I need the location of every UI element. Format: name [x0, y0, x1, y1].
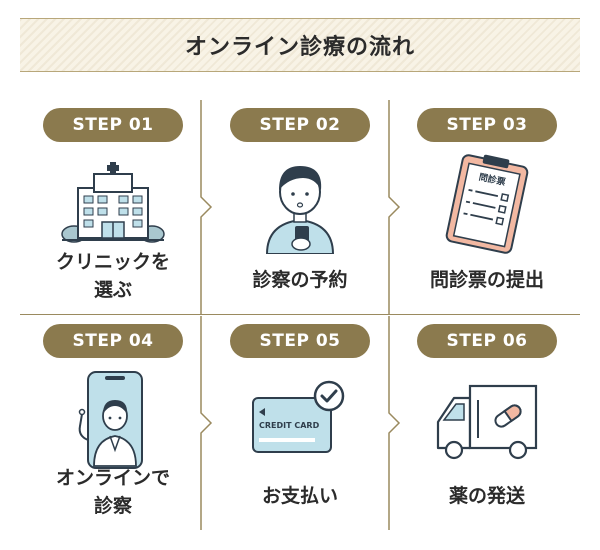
- step-badge: STEP 06: [417, 324, 557, 358]
- title-banner: オンライン診療の流れ: [20, 18, 580, 72]
- person-with-phone-icon: [245, 154, 355, 255]
- page-title: オンライン診療の流れ: [184, 35, 415, 60]
- check-circle-icon: [313, 380, 345, 412]
- step-badge: STEP 01: [43, 108, 183, 142]
- step-card-03: STEP 03 問診票 問診票: [394, 100, 580, 314]
- step-label: お支払い: [261, 485, 338, 507]
- delivery-truck-icon: [432, 370, 542, 470]
- step-label: 診察の予約: [252, 269, 348, 291]
- column-divider: [199, 100, 213, 314]
- step-badge: STEP 02: [230, 108, 370, 142]
- steps-grid: STEP 01 クリニックを 選ぶ: [20, 100, 580, 530]
- hospital-icon: [58, 154, 168, 254]
- column-divider: [387, 316, 401, 530]
- step-badge: STEP 03: [417, 108, 557, 142]
- credit-card-icon: CREDIT CARD: [245, 370, 355, 470]
- row-divider: [20, 314, 580, 315]
- step-label: 薬の発送: [448, 485, 525, 507]
- card-text: CREDIT CARD: [259, 421, 320, 430]
- step-label: 問診票の提出: [429, 269, 544, 291]
- step-card-02: STEP 02 診察の予約: [207, 100, 393, 314]
- step-badge: STEP 05: [230, 324, 370, 358]
- step-badge: STEP 04: [43, 324, 183, 358]
- step-card-01: STEP 01 クリニックを 選ぶ: [20, 100, 206, 314]
- step-card-05: STEP 05 CREDIT CARD お支払い: [207, 316, 393, 530]
- column-divider: [199, 316, 213, 530]
- step-card-06: STEP 06 薬の発送: [394, 316, 580, 530]
- step-card-04: STEP 04 オンラインで 診察: [20, 316, 206, 530]
- step-label: クリニックを 選ぶ: [55, 251, 170, 301]
- column-divider: [387, 100, 401, 314]
- questionnaire-clipboard-icon: 問診票: [432, 154, 542, 254]
- step-label: オンラインで 診察: [55, 467, 170, 517]
- doctor-on-phone-icon: [58, 370, 168, 470]
